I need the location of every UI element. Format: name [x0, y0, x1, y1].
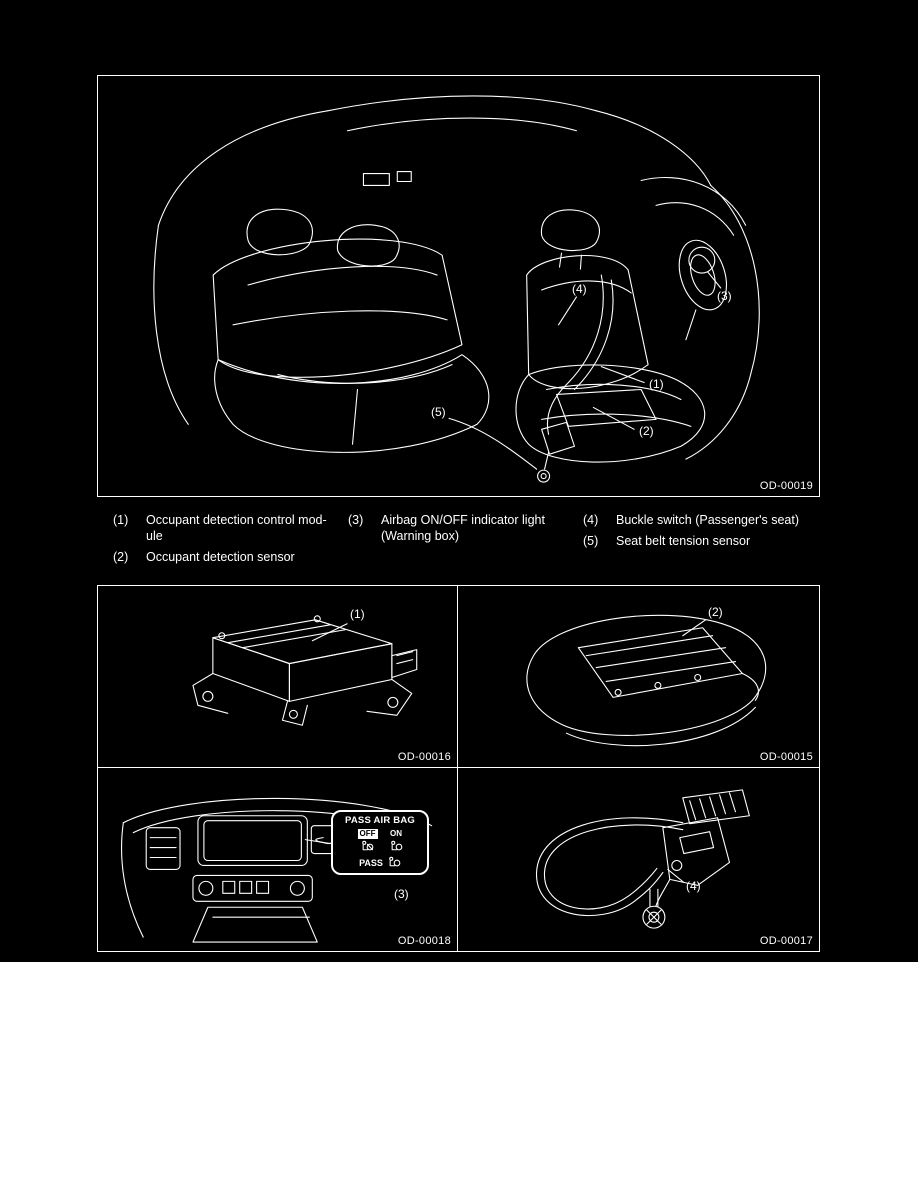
legend-num-4: (4)	[583, 513, 599, 527]
pass-airbag-warning-box: PASS AIR BAG OFF ON	[331, 810, 429, 875]
seat-sensor-line-art	[526, 614, 767, 747]
figure-id-od00015: OD-00015	[759, 751, 813, 763]
detail-figure-occupant-sensor: (2) OD-00015	[458, 586, 819, 768]
dashboard-line-art	[121, 797, 433, 943]
legend-num-5: (5)	[583, 534, 599, 548]
airbag-on-icon	[390, 840, 402, 851]
legend-item-2: (2) Occupant detection sensor	[113, 549, 341, 565]
legend-item-3: (3) Airbag ON/OFF indicator light (Warni…	[348, 512, 576, 544]
airbag-off-icon	[362, 840, 374, 851]
detail-figure-indicator-light: PASS AIR BAG OFF ON	[98, 768, 458, 951]
legend-item-4: (4) Buckle switch (Passenger's seat)	[583, 512, 823, 528]
page-black-panel: (4) (1) (2) (3) (5) OD-00019 (1) Occupan…	[0, 0, 918, 962]
figure-id-od00016: OD-00016	[397, 751, 451, 763]
legend-text-1: Occupant detection control mod- ule	[146, 513, 327, 543]
callout-buckle: (4)	[686, 879, 701, 893]
control-module-line-art	[192, 615, 418, 726]
legend-item-5: (5) Seat belt tension sensor	[583, 533, 823, 549]
legend-column-1: (1) Occupant detection control mod- ule …	[113, 512, 341, 570]
detail-figure-buckle-switch: (4) OD-00017	[458, 768, 819, 951]
warning-off-group: OFF	[357, 829, 378, 853]
figure-id-od00019: OD-00019	[759, 480, 813, 492]
legend-column-3: (4) Buckle switch (Passenger's seat) (5)…	[583, 512, 823, 554]
legend-num-1: (1)	[113, 513, 129, 527]
callout-3: (3)	[717, 289, 732, 303]
warning-box-title: PASS AIR BAG	[345, 815, 415, 826]
detail-figures-grid: (1) OD-00016 (2) OD-00015	[97, 585, 820, 952]
callout-2: (2)	[639, 424, 654, 438]
car-interior-line-art	[153, 95, 760, 483]
off-label: OFF	[357, 829, 378, 839]
legend-num-3: (3)	[348, 513, 364, 527]
legend-text-2: Occupant detection sensor	[146, 550, 295, 564]
legend-text-4: Buckle switch (Passenger's seat)	[616, 513, 800, 527]
callout-1: (1)	[649, 377, 664, 391]
warning-pass-row: PASS	[337, 856, 423, 869]
legend-text-5: Seat belt tension sensor	[616, 534, 751, 548]
detail-figure-control-module: (1) OD-00016	[98, 586, 458, 768]
callout-4: (4)	[572, 282, 587, 296]
on-label: ON	[390, 829, 402, 838]
legend-item-1: (1) Occupant detection control mod- ule	[113, 512, 341, 544]
callout-indicator: (3)	[394, 887, 409, 901]
figure-id-od00018: OD-00018	[397, 935, 451, 947]
callout-module: (1)	[350, 607, 365, 621]
legend-text-3: Airbag ON/OFF indicator light (Warning b…	[381, 513, 545, 543]
legend-num-2: (2)	[113, 550, 129, 564]
pass-label: PASS	[359, 857, 383, 868]
warning-on-group: ON	[390, 829, 403, 853]
warning-box-off-on-row: OFF ON	[337, 829, 423, 853]
figure-id-od00017: OD-00017	[759, 935, 813, 947]
pass-airbag-icon	[389, 856, 401, 867]
callout-sensor: (2)	[708, 605, 723, 619]
legend-column-2: (3) Airbag ON/OFF indicator light (Warni…	[348, 512, 576, 549]
callout-5: (5)	[431, 405, 446, 419]
buckle-switch-line-art	[536, 789, 750, 929]
main-overview-figure: (4) (1) (2) (3) (5) OD-00019	[97, 75, 820, 497]
